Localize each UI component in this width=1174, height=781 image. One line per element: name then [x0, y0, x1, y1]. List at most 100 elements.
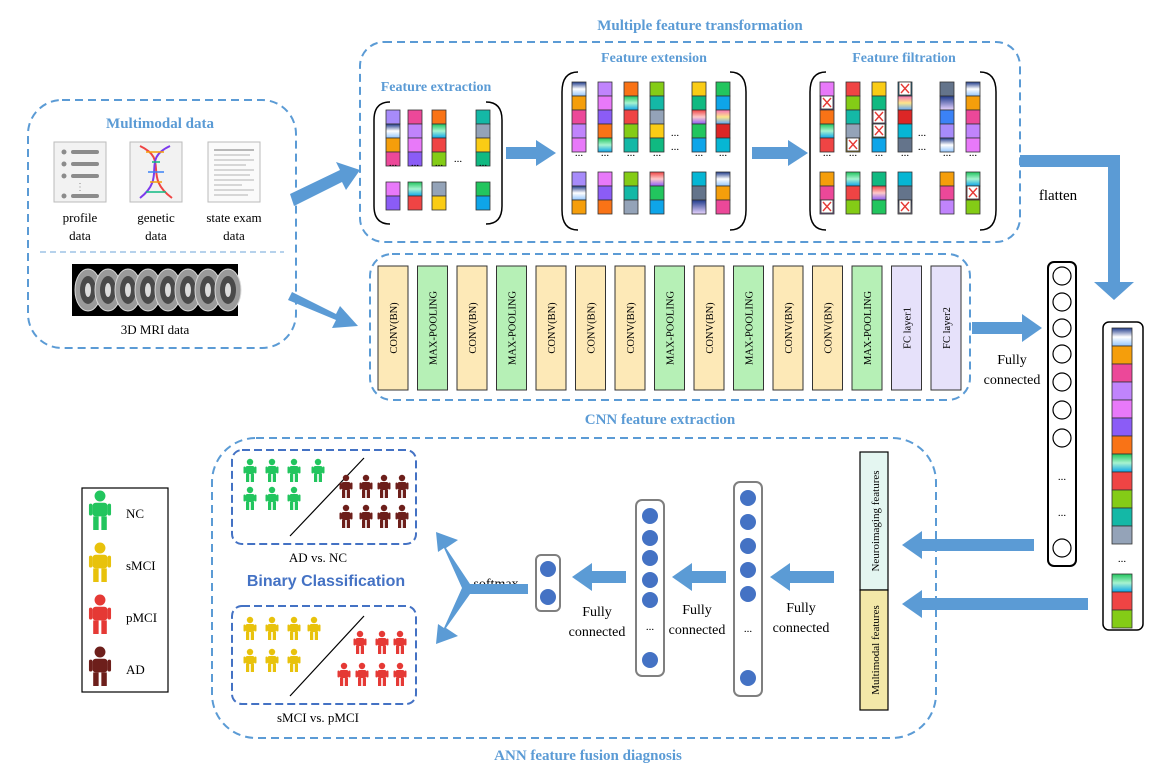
arrow-mri-to-cnn	[288, 292, 358, 328]
cnn-layer-label: MAX-POOLING	[745, 291, 756, 365]
removed-feature-mark	[898, 199, 912, 214]
cnn-layer: CONV(BN)	[456, 265, 488, 391]
mri-slice	[134, 268, 162, 312]
cnn-layer-label: FC layer2	[942, 307, 953, 349]
cnn-layer: CONV(BN)	[535, 265, 567, 391]
ann-neuron	[642, 592, 658, 608]
person-icon	[307, 616, 321, 640]
feature-filtration-title: Feature filtration	[852, 51, 956, 66]
horizontal-ellipsis: ...	[454, 153, 463, 165]
horizontal-ellipsis: ...	[918, 141, 927, 153]
feature-filtration-matrix: ........................	[809, 71, 997, 231]
cnn-layer: CONV(BN)	[812, 265, 843, 391]
arrow-neurons-to-feature-bar	[902, 531, 1034, 559]
cnn-layer-label: MAX-POOLING	[508, 291, 519, 365]
ann-feature-fusion-title: ANN feature fusion diagnosis	[494, 748, 682, 764]
ann-box	[211, 437, 937, 739]
removed-feature-mark	[966, 185, 980, 200]
neuron	[1052, 538, 1072, 558]
person-icon	[339, 504, 353, 528]
extraction-feature-column	[407, 109, 423, 167]
flatten-arrow	[1020, 155, 1134, 300]
person-icon	[353, 630, 367, 654]
ad-vs-nc-panel	[231, 449, 417, 545]
extraction-feature-column	[385, 181, 401, 211]
legend-item: sMCI	[88, 542, 156, 582]
legend-label: sMCI	[126, 558, 156, 573]
fully-connected-label-b-line1: Fully	[682, 603, 712, 618]
vertical-ellipsis: ...	[653, 147, 662, 159]
extension-feature-column	[649, 81, 665, 153]
neuron	[1052, 292, 1072, 312]
cnn-layer: MAX-POOLING	[417, 265, 448, 391]
ann-neuron	[740, 670, 756, 686]
ann-neuron	[642, 530, 658, 546]
arrow-ann-2	[672, 563, 726, 591]
cnn-layer: CONV(BN)	[614, 265, 646, 391]
legend-item: pMCI	[88, 594, 157, 634]
ann-neuron	[740, 562, 756, 578]
ann-neuron	[642, 652, 658, 668]
neuron	[1052, 318, 1072, 338]
person-icon	[393, 630, 407, 654]
person-icon	[88, 594, 112, 634]
vertical-ellipsis: ...	[823, 147, 832, 159]
ad-vs-nc-people	[243, 458, 409, 528]
ann-neuron	[642, 572, 658, 588]
person-icon	[359, 474, 373, 498]
filtration-feature-column	[845, 171, 861, 215]
person-icon	[287, 486, 301, 510]
filtration-feature-column	[819, 81, 835, 153]
vertical-ellipsis: ...	[411, 157, 420, 169]
legend-item: NC	[88, 490, 144, 530]
multiple-feature-transformation-box	[359, 41, 1021, 243]
person-icon	[243, 648, 257, 672]
neuron	[1052, 400, 1072, 420]
multimodal-features-bar	[859, 589, 889, 711]
extension-feature-column	[623, 81, 639, 153]
cnn-layer-label: CONV(BN)	[705, 302, 716, 354]
extension-feature-column	[571, 81, 587, 153]
arrow-cnn-to-neurons	[972, 314, 1042, 342]
horizontal-ellipsis: ...	[918, 127, 927, 139]
cnn-box	[369, 253, 971, 401]
mri-slice	[194, 268, 222, 312]
extension-feature-column	[691, 171, 707, 215]
legend-label: AD	[126, 662, 145, 677]
vertical-ellipsis: ...	[1058, 507, 1067, 519]
cnn-layer: MAX-POOLING	[496, 265, 527, 391]
cnn-layer-label: CONV(BN)	[784, 302, 795, 354]
person-icon	[359, 504, 373, 528]
cnn-layer-label: FC layer1	[903, 307, 914, 349]
person-icon	[339, 474, 353, 498]
person-icon	[243, 486, 257, 510]
cnn-layer-label: CONV(BN)	[389, 302, 400, 354]
ann-neuron	[740, 514, 756, 530]
neuroimaging-features-label: Neuroimaging features	[870, 470, 882, 571]
ann-neuron	[540, 561, 556, 577]
mri-data-label: 3D MRI data	[121, 322, 190, 337]
cnn-layer-label: CONV(BN)	[824, 302, 835, 354]
cnn-layer: MAX-POOLING	[733, 265, 764, 391]
mri-slice	[174, 268, 202, 312]
ann-hidden-layer-1: ...	[733, 481, 763, 697]
extraction-feature-column	[475, 181, 491, 211]
person-icon	[395, 474, 409, 498]
removed-feature-mark	[872, 123, 886, 138]
person-icon	[287, 648, 301, 672]
horizontal-ellipsis: ...	[671, 127, 680, 139]
ann-neuron	[540, 589, 556, 605]
vertical-ellipsis: ...	[719, 147, 728, 159]
arrow-multimodal-to-feature-transformation	[290, 162, 360, 206]
ann-neuron	[740, 490, 756, 506]
vertical-ellipsis: ...	[695, 147, 704, 159]
softmax-split-arrow	[436, 532, 528, 644]
feature-extraction-matrix: ...............	[373, 101, 503, 225]
feature-extension-matrix: ........................	[561, 71, 747, 231]
smci-vs-pmci-people	[243, 616, 407, 686]
arrow-vector-to-feature-bar	[902, 590, 1088, 618]
flatten-label: flatten	[1039, 188, 1078, 204]
mri-slice	[74, 268, 102, 312]
cnn-layer-label: CONV(BN)	[626, 302, 637, 354]
